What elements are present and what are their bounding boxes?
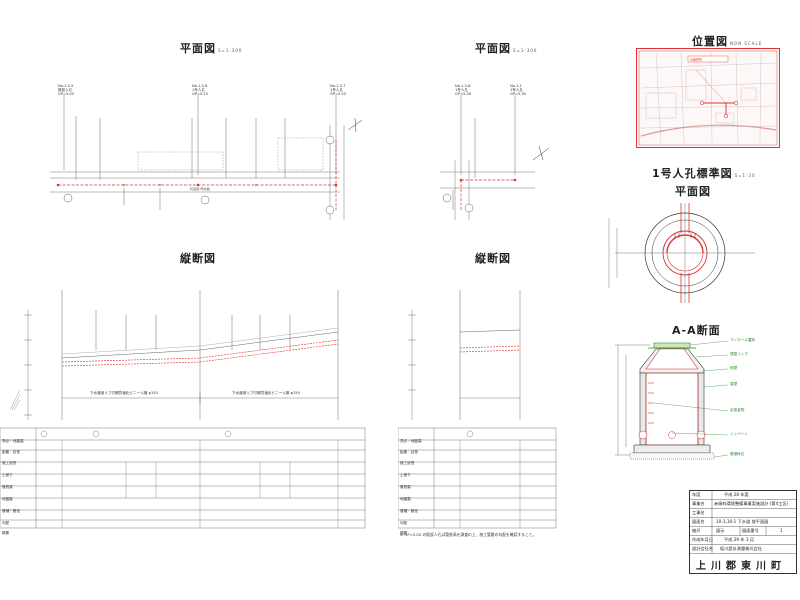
tb-value-3: 10-3,10-1 下水道 縦平面図 bbox=[716, 519, 769, 524]
profile-left-title: 縦断図 bbox=[180, 252, 216, 265]
section-label-4: 足掛金物 bbox=[730, 408, 745, 412]
svg-text:町道東3号北線: 町道東3号北線 bbox=[190, 186, 210, 191]
tb-value-0: 平成 28 年度 bbox=[724, 492, 749, 497]
manhole-plan-title: 平面図 bbox=[675, 185, 711, 198]
svg-text:計画箇所: 計画箇所 bbox=[690, 57, 702, 62]
plan-mid-drawing bbox=[440, 95, 550, 220]
profile-table-row-labels: 測点・地盤高 距離・延長 施工延長 土被り 管底高 地盤高 管種・管径 勾配 摘… bbox=[2, 439, 24, 535]
plan-left-drawing: 町道東3号北線 bbox=[50, 95, 363, 220]
tb-value-6: 坂川設計測量株式会社 bbox=[720, 546, 762, 551]
section-aa-drawing bbox=[615, 340, 729, 460]
manhole-plan-drawing bbox=[608, 203, 755, 303]
tb-value-1: 赤縁枠環境整備事業実施設計 (第4工区) bbox=[714, 501, 789, 506]
town-name: 上川郡東川町 bbox=[696, 561, 786, 572]
title-block: 年度 平成 28 年度 事業名 赤縁枠環境整備事業実施設計 (第4工区) 工事名… bbox=[689, 490, 797, 574]
drawing-note: ※ GP=5.00 の既設人孔は管底高を調査の上、施工管路の勾配を確認すること。 bbox=[400, 532, 537, 537]
section-label-3: 直壁 bbox=[730, 382, 738, 386]
tb-label-0: 年度 bbox=[692, 492, 701, 497]
section-label-6: 基礎砕石 bbox=[730, 452, 745, 456]
section-label-1: 調整リング bbox=[730, 352, 748, 356]
tb-label-3: 図面名 bbox=[692, 519, 705, 524]
tb-label-4: 縮尺 bbox=[692, 528, 701, 533]
section-label-2: 斜壁 bbox=[730, 366, 738, 370]
tb-value-4b: 1 bbox=[780, 528, 783, 533]
location-map: 計画箇所 bbox=[636, 48, 780, 148]
section-label-5: インバート bbox=[730, 432, 748, 436]
tb-label-4b: 図面番号 bbox=[742, 528, 759, 533]
tb-label-6: 設計会社名 bbox=[692, 546, 713, 551]
section-label-0: マンホール蓋枠 bbox=[730, 338, 756, 342]
profile-mid-title: 縦断図 bbox=[475, 252, 511, 265]
tb-value-5: 平成 29 年 3 月 bbox=[724, 537, 755, 542]
tb-label-2: 工事名 bbox=[692, 510, 705, 515]
tb-label-1: 事業名 bbox=[692, 501, 705, 506]
profile-mid-row-labels: 測点・地盤高 距離・延長 施工延長 土被り 管底高 地盤高 管種・管径 勾配 摘… bbox=[400, 439, 422, 535]
profile-pipe-label-a: 下水道用リブ付硬質塩化ビニール管 φ150 bbox=[90, 391, 158, 395]
profile-mid-drawing bbox=[398, 290, 557, 529]
profile-left-drawing bbox=[0, 290, 366, 529]
profile-pipe-label-b: 下水道用リブ付硬質塩化ビニール管 φ150 bbox=[232, 391, 300, 395]
tb-label-5: 作成年月日 bbox=[692, 537, 713, 542]
title-block-grid bbox=[690, 491, 796, 554]
tb-value-4: 図示 bbox=[716, 528, 725, 533]
section-aa-title: A-A断面 bbox=[672, 324, 721, 337]
